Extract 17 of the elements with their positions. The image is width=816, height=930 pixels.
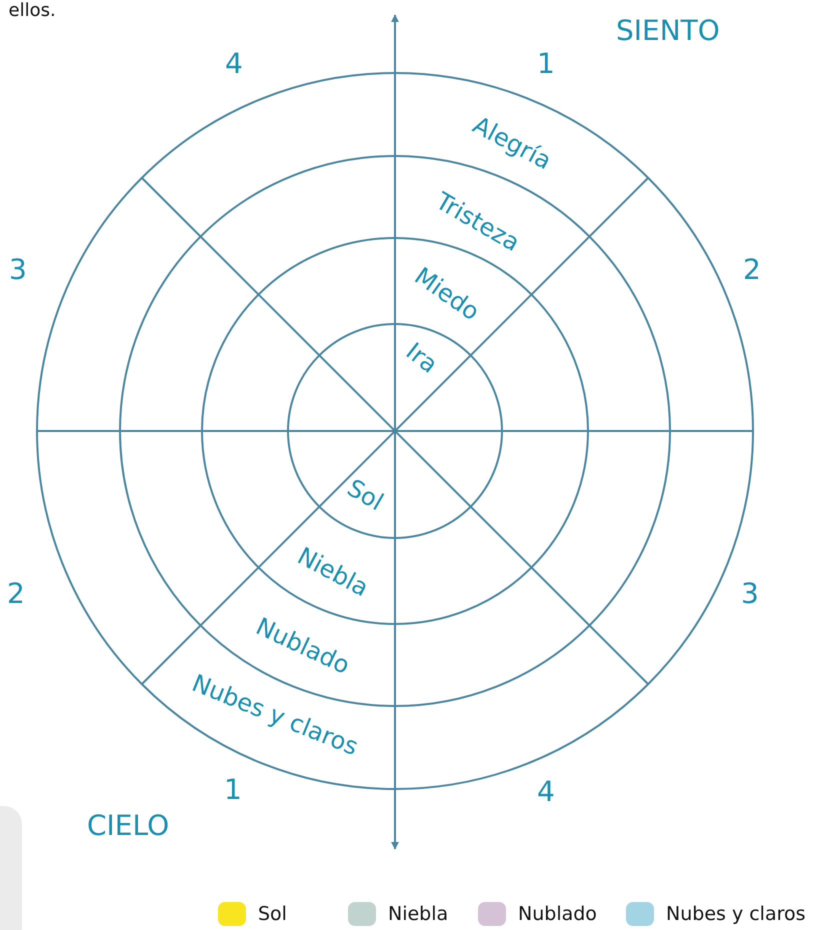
axis-title: SIENTO (616, 17, 720, 45)
note-text: ellos. (8, 2, 56, 20)
sector-number: 4 (537, 778, 555, 806)
legend-label: Niebla (388, 903, 448, 925)
sector-number: 1 (537, 50, 555, 78)
legend-label: Nublado (518, 903, 597, 925)
legend-label: Nubes y claros (666, 903, 806, 925)
ring-label: Sol (342, 475, 387, 515)
sector-number: 3 (741, 580, 759, 608)
sector-number: 2 (743, 256, 761, 284)
sector-number: 4 (225, 50, 243, 78)
legend-label: Sol (258, 903, 287, 925)
sector-number: 1 (224, 776, 242, 804)
sector-number: 2 (7, 580, 25, 608)
axis-title: CIELO (87, 812, 170, 840)
ring-label: Ira (402, 338, 442, 378)
sector-number: 3 (9, 256, 27, 284)
